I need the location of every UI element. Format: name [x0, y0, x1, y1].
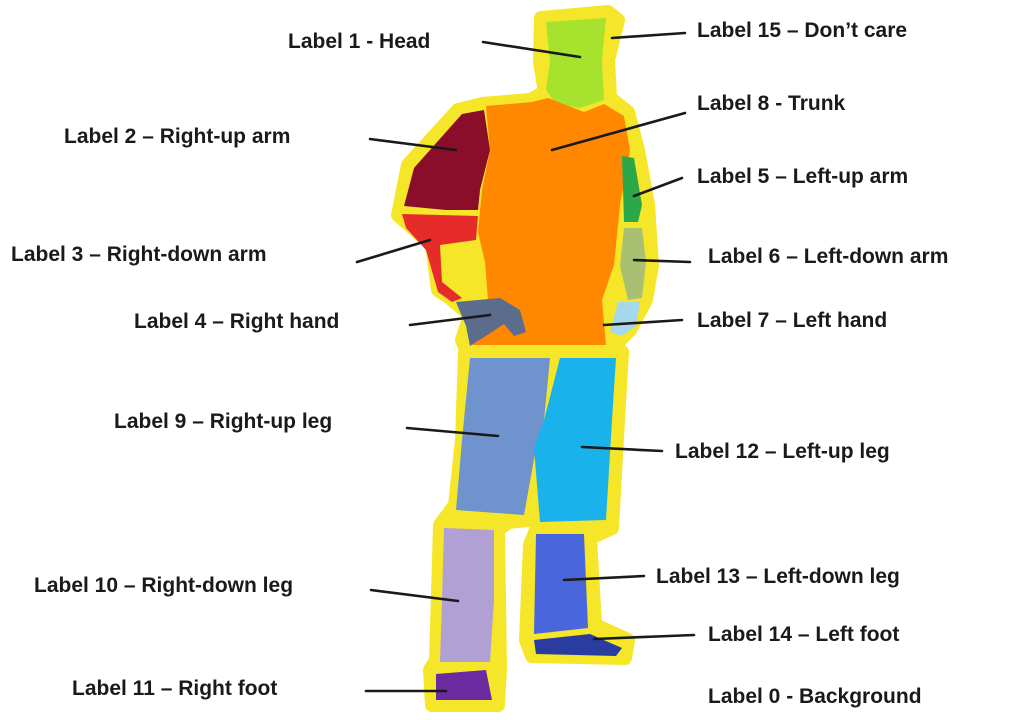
- label-right-up-arm: Label 2 – Right-up arm: [64, 126, 290, 147]
- label-right-hand: Label 4 – Right hand: [134, 311, 339, 332]
- label-dont-care: Label 15 – Don’t care: [697, 20, 907, 41]
- label-left-hand: Label 7 – Left hand: [697, 310, 887, 331]
- label-left-up-leg: Label 12 – Left-up leg: [675, 441, 890, 462]
- label-left-up-arm: Label 5 – Left-up arm: [697, 166, 908, 187]
- segment-right-foot: [436, 670, 492, 700]
- segment-left-down-leg: [534, 534, 588, 634]
- segment-right-down-leg: [440, 528, 494, 662]
- label-right-down-leg: Label 10 – Right-down leg: [34, 575, 293, 596]
- label-right-down-arm: Label 3 – Right-down arm: [11, 244, 267, 265]
- label-left-down-arm: Label 6 – Left-down arm: [708, 246, 948, 267]
- label-right-foot: Label 11 – Right foot: [72, 678, 277, 699]
- label-left-down-leg: Label 13 – Left-down leg: [656, 566, 900, 587]
- segment-head: [546, 18, 606, 108]
- leader-dont-care: [612, 33, 685, 38]
- label-left-foot: Label 14 – Left foot: [708, 624, 899, 645]
- label-background: Label 0 - Background: [708, 686, 922, 707]
- label-trunk: Label 8 - Trunk: [697, 93, 845, 114]
- leader-right-down-arm: [357, 240, 430, 262]
- label-head: Label 1 - Head: [288, 31, 430, 52]
- label-right-up-leg: Label 9 – Right-up leg: [114, 411, 332, 432]
